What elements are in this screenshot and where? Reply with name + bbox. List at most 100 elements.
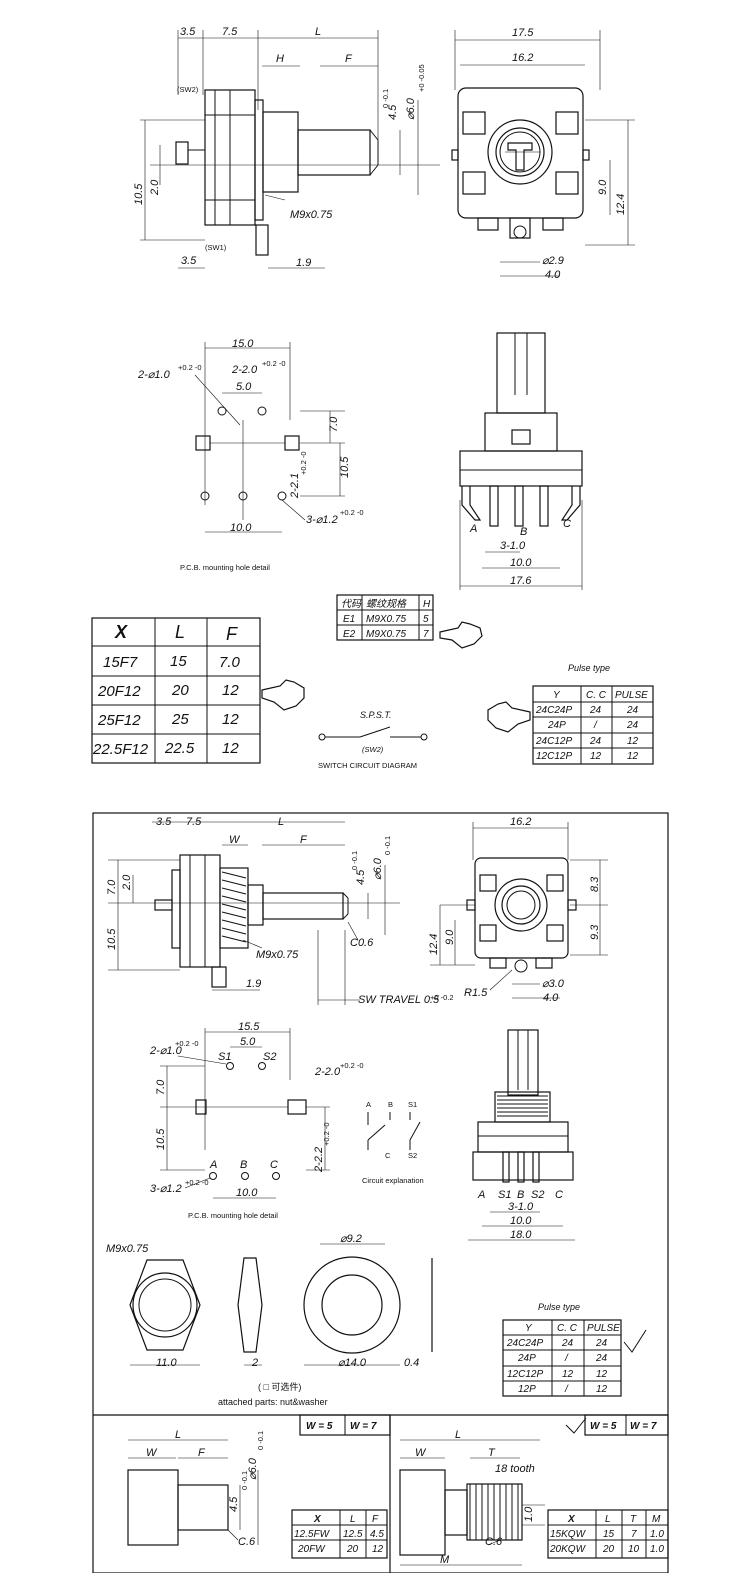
br-r1-c0: 20KQW (549, 1544, 587, 1555)
dim-4-5-tol: 0 -0.1 (381, 89, 390, 108)
thread-code-table: 代码 螺纹规格 H E1 M9X0.75 5 E2 M9X0.75 7 (336, 594, 483, 649)
check-mark-icon (623, 1329, 647, 1353)
bl-r1-c1: 20 (346, 1544, 359, 1555)
p1-r1-c0: 24P (547, 720, 566, 731)
hole2-label-b: 2-⌀1.0 (149, 1045, 183, 1057)
top-side-view: 3.5 7.5 L H F (SW2) (SW1) 10.5 2.0 3.5 1… (133, 26, 440, 269)
dim-15-0: 15.0 (232, 338, 254, 350)
dim-10-5: 10.5 (339, 456, 351, 478)
p1-r3-c1: 12 (590, 751, 602, 762)
p1-head-2: PULSE (615, 690, 648, 701)
e-head-0: 代码 (341, 598, 362, 610)
bl-r1-c0: 20FW (297, 1544, 326, 1555)
p1-r0-c0: 24C24P (535, 705, 572, 716)
dim-17-6: 17.6 (510, 575, 532, 587)
pin-A-1: A (469, 523, 477, 535)
bl-r0-c0: 12.5FW (294, 1529, 331, 1540)
bl-dim-4-5: 4.5 (228, 1496, 240, 1512)
e-head-2: H (423, 599, 431, 610)
attached-parts: attached parts: nut&washer (218, 1397, 328, 1407)
slot2-tol-b: +0.2 -0 (322, 1122, 331, 1146)
dim-H: H (276, 53, 284, 65)
sw2-label: (SW2) (177, 85, 199, 94)
pcb-S2: S2 (263, 1051, 276, 1063)
dim-16-2-b: 16.2 (510, 816, 531, 828)
dim-10-0: 10.0 (230, 522, 252, 534)
dim-6-0-b: ⌀6.0 (372, 857, 384, 880)
slot-tol: +0.2 -0 (262, 359, 286, 368)
p2-r0-c2: 24 (595, 1338, 608, 1349)
p2-r1-c2: 24 (595, 1353, 608, 1364)
pcb-S1: S1 (218, 1051, 231, 1063)
br-head-1: L (605, 1514, 611, 1525)
pcb-caption-1: P.C.B. mounting hole detail (180, 563, 270, 572)
bottom-front-view: 16.2 8.3 9.3 12.4 9.0 R1.5 ⌀3.0 4.0 (428, 816, 608, 1004)
dim-1-9: 1.9 (296, 257, 311, 269)
br-r0-c3: 1.0 (650, 1529, 664, 1540)
sw-travel: SW TRAVEL 0.5 (358, 994, 440, 1006)
p1-r3-c2: 12 (627, 751, 639, 762)
bl-dim-F: F (198, 1447, 206, 1459)
bottom-left-panel: W = 5 W = 7 L W F 4.5 0 -0.1 ⌀6.0 0 -0.1… (127, 1414, 391, 1559)
e-r1-c2: 7 (423, 629, 429, 640)
side2-A: A (477, 1189, 485, 1201)
circuit-explanation: A B S1 C S2 Circuit explanation (362, 1100, 424, 1185)
pin-B-1: B (520, 526, 527, 538)
dim-hole-3-0: ⌀3.0 (542, 978, 565, 990)
pcb-A: A (209, 1159, 217, 1171)
p2-r0-c0: 24C24P (506, 1338, 543, 1349)
br-r1-c1: 20 (602, 1544, 615, 1555)
br-dim-L: L (455, 1429, 461, 1441)
dim-10-5-pcb2: 10.5 (155, 1128, 167, 1150)
dim-10-0-side2: 10.0 (510, 1215, 532, 1227)
p2-r3-c1: / (564, 1384, 569, 1395)
pcb-hole-detail-1: 15.0 2-⌀1.0 +0.2 -0 2-2.0 +0.2 -0 5.0 7.… (137, 338, 364, 572)
dim-4-5-b: 4.5 (355, 869, 367, 885)
p2-head-2: PULSE (587, 1323, 620, 1334)
dim-7-5: 7.5 (222, 26, 238, 38)
dim-1-9-b: 1.9 (246, 978, 261, 990)
dim-F: F (345, 53, 353, 65)
p1-r1-c2: 24 (626, 720, 639, 731)
hole2-label: 2-⌀1.0 (137, 369, 171, 381)
xlf-r2-c2: 12 (222, 711, 239, 728)
p2-r2-c0: 12C12P (507, 1369, 543, 1380)
br-w7-label: W = 7 (630, 1421, 657, 1432)
xlf-head-X: X (114, 622, 128, 642)
xlf-r3-c1: 22.5 (164, 740, 195, 757)
dim-11-0: 11.0 (156, 1357, 177, 1369)
p1-r2-c1: 24 (589, 736, 602, 747)
p2-r3-c0: 12P (518, 1384, 536, 1395)
hole2-tol: +0.2 -0 (178, 363, 202, 372)
thread-label: M9x0.75 (290, 209, 333, 221)
p2-r1-c0: 24P (517, 1353, 536, 1364)
pulse-type-table-2: Pulse type Y C. C PULSE 24C24P 24 24 24P… (502, 1302, 647, 1397)
dim-9-2: ⌀9.2 (340, 1233, 362, 1245)
dim-3-5-b: 3.5 (156, 816, 172, 828)
dim-14-0: ⌀14.0 (338, 1357, 367, 1369)
bottom-right-panel: W = 5 W = 7 L W T 18 tooth 1.0 C.6 M X L… (399, 1414, 669, 1566)
br-dim-W: W (415, 1447, 427, 1459)
pulse-type-table-1: Pulse type Y C. C PULSE 24C24P 24 24 24P… (487, 663, 654, 765)
bl-r1-c2: 12 (372, 1544, 384, 1555)
dim-6-0: ⌀6.0 (405, 97, 417, 120)
dim-4-5: 4.5 (387, 104, 399, 120)
dim-12-4: 12.4 (615, 194, 627, 215)
slot2-tol: +0.2 -0 (299, 451, 308, 475)
dim-F-b: F (300, 834, 308, 846)
hole3-label-b: 3-⌀1.2 (150, 1183, 182, 1195)
hole2-tol-b: +0.2 -0 (175, 1039, 199, 1048)
side2-S2: S2 (531, 1189, 544, 1201)
top-front-view: 17.5 16.2 9.0 12.4 ⌀2.9 4.0 (451, 27, 635, 281)
pointing-hand-icon (487, 701, 531, 733)
p1-head-1: C. C (586, 690, 607, 701)
dim-L-b: L (278, 816, 284, 828)
xlf-r0-c1: 15 (170, 653, 187, 670)
br-r1-c3: 1.0 (650, 1544, 664, 1555)
slot-label-b: 2-2.0 (314, 1066, 341, 1078)
side2-C: C (555, 1189, 563, 1201)
br-tooth: 18 tooth (495, 1463, 535, 1475)
p2-r2-c1: 12 (562, 1369, 574, 1380)
dim-7-0-b: 7.0 (106, 879, 118, 895)
sw-travel-tol: +0 -0.2 (430, 993, 454, 1002)
